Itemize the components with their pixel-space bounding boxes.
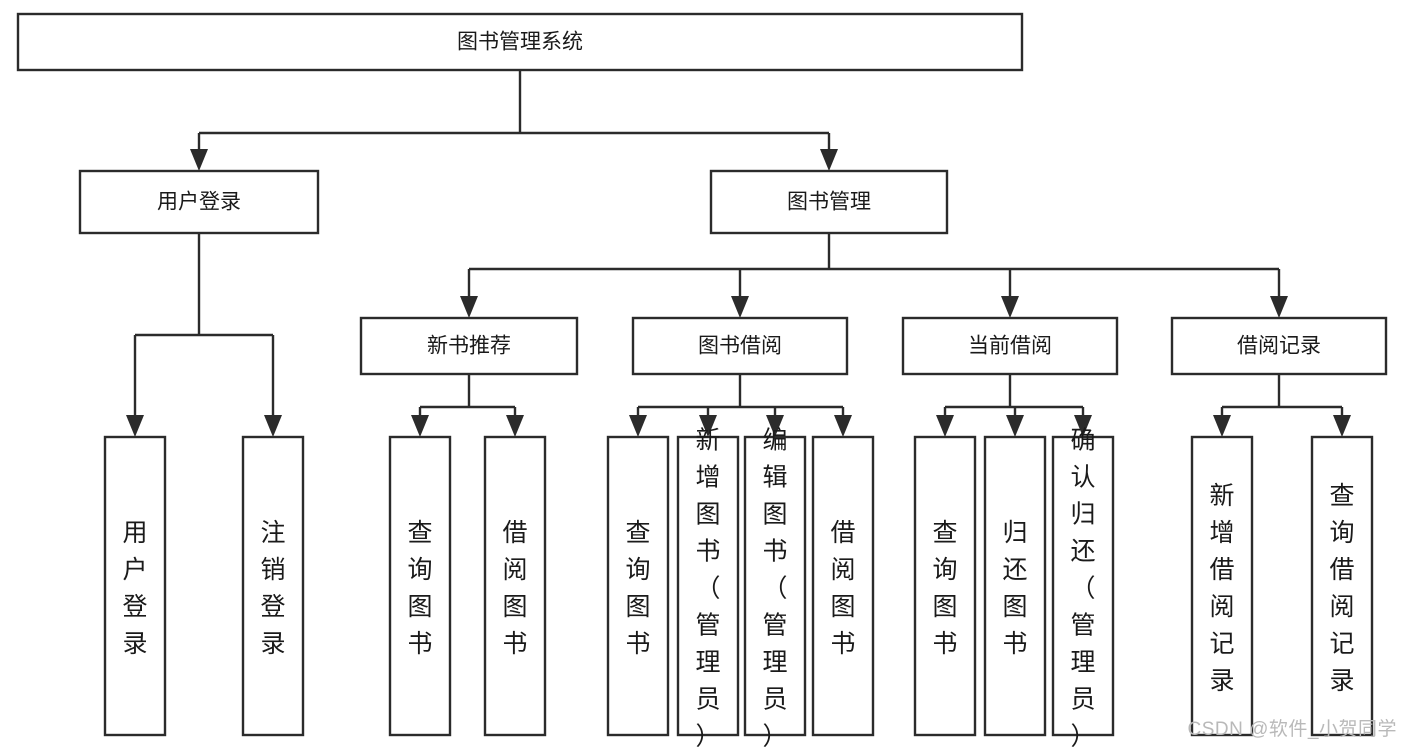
node-root[interactable]: 图书管理系统 [16, 12, 1024, 72]
node-box-leaf-add-book [676, 435, 740, 737]
node-leaf-query-book-1[interactable]: 查询图书 [388, 435, 452, 737]
arrow-head-icon [1006, 415, 1024, 437]
node-book-manage[interactable]: 图书管理 [709, 169, 949, 235]
node-label-new-book-recommend: 新书推荐 [427, 335, 511, 358]
node-box-leaf-query-record [1310, 435, 1374, 737]
edge-group-new-book-recommend [411, 374, 524, 437]
node-user-login[interactable]: 用户登录 [78, 169, 320, 235]
node-leaf-edit-book[interactable]: 编辑图书（管理员） [743, 426, 807, 747]
node-label-book-borrow: 图书借阅 [698, 335, 782, 358]
node-leaf-query-book-3[interactable]: 查询图书 [913, 435, 977, 737]
arrow-head-icon [820, 149, 838, 171]
node-leaf-return-book[interactable]: 归还图书 [983, 435, 1047, 737]
node-leaf-borrow-book-1[interactable]: 借阅图书 [483, 435, 547, 737]
arrow-head-icon [1213, 415, 1231, 437]
node-layer: 图书管理系统用户登录图书管理新书推荐图书借阅当前借阅借阅记录用户登录注销登录查询… [16, 12, 1388, 747]
node-leaf-query-record[interactable]: 查询借阅记录 [1310, 435, 1374, 737]
node-label-leaf-confirm-return: 确认归还（管理员） [1070, 426, 1095, 747]
arrow-head-icon [699, 415, 717, 437]
node-box-leaf-borrow-book-2 [811, 435, 875, 737]
node-label-leaf-query-book-3: 查询图书 [932, 519, 957, 658]
node-label-leaf-query-book-2: 查询图书 [625, 519, 650, 658]
node-label-leaf-query-book-1: 查询图书 [407, 519, 432, 658]
node-label-leaf-user-login: 用户登录 [122, 519, 147, 658]
node-book-borrow[interactable]: 图书借阅 [631, 316, 849, 376]
node-box-book-borrow [631, 316, 849, 376]
node-leaf-logout[interactable]: 注销登录 [241, 435, 305, 737]
node-box-leaf-query-book-1 [388, 435, 452, 737]
arrow-head-icon [411, 415, 429, 437]
node-label-leaf-edit-book: 编辑图书（管理员） [762, 426, 787, 747]
node-label-borrow-record: 借阅记录 [1237, 335, 1321, 358]
node-box-leaf-return-book [983, 435, 1047, 737]
node-label-leaf-borrow-book-1: 借阅图书 [502, 519, 527, 658]
node-new-book-recommend[interactable]: 新书推荐 [359, 316, 579, 376]
arrow-head-icon [264, 415, 282, 437]
arrow-head-icon [460, 296, 478, 318]
arrow-head-icon [936, 415, 954, 437]
edge-group-book-manage [460, 233, 1288, 318]
arrow-head-icon [190, 149, 208, 171]
node-box-leaf-confirm-return [1051, 435, 1115, 737]
arrow-head-icon [766, 415, 784, 437]
node-box-leaf-query-book-3 [913, 435, 977, 737]
node-label-leaf-query-record: 查询借阅记录 [1329, 482, 1354, 695]
node-box-new-book-recommend [359, 316, 579, 376]
arrow-head-icon [1074, 415, 1092, 437]
node-label-leaf-borrow-book-2: 借阅图书 [830, 519, 855, 658]
arrow-head-icon [1001, 296, 1019, 318]
node-label-leaf-return-book: 归还图书 [1002, 519, 1027, 658]
node-box-leaf-edit-book [743, 435, 807, 737]
node-borrow-record[interactable]: 借阅记录 [1170, 316, 1388, 376]
arrow-head-icon [506, 415, 524, 437]
edge-group-borrow-record [1213, 374, 1351, 437]
node-box-root [16, 12, 1024, 72]
arrow-head-icon [731, 296, 749, 318]
node-box-book-manage [709, 169, 949, 235]
arrow-head-icon [126, 415, 144, 437]
arrow-head-icon [1270, 296, 1288, 318]
node-label-leaf-logout: 注销登录 [260, 519, 285, 658]
edge-group-current-borrow [936, 374, 1092, 437]
node-leaf-query-book-2[interactable]: 查询图书 [606, 435, 670, 737]
node-label-leaf-add-book: 新增图书（管理员） [695, 426, 720, 747]
node-leaf-add-book[interactable]: 新增图书（管理员） [676, 426, 740, 747]
node-box-borrow-record [1170, 316, 1388, 376]
node-label-current-borrow: 当前借阅 [968, 335, 1052, 358]
node-leaf-borrow-book-2[interactable]: 借阅图书 [811, 435, 875, 737]
node-box-leaf-user-login [103, 435, 167, 737]
node-box-leaf-query-book-2 [606, 435, 670, 737]
arrow-head-icon [834, 415, 852, 437]
arrow-head-icon [1333, 415, 1351, 437]
edge-group-user-login [126, 233, 282, 437]
node-label-leaf-add-record: 新增借阅记录 [1209, 482, 1234, 695]
node-label-book-manage: 图书管理 [787, 191, 871, 214]
node-box-leaf-add-record [1190, 435, 1254, 737]
node-box-current-borrow [901, 316, 1119, 376]
edge-group-root [190, 70, 838, 171]
node-leaf-add-record[interactable]: 新增借阅记录 [1190, 435, 1254, 737]
node-label-root: 图书管理系统 [457, 31, 583, 54]
connector-layer [126, 70, 1351, 437]
node-label-user-login: 用户登录 [157, 191, 241, 214]
arrow-head-icon [629, 415, 647, 437]
node-leaf-confirm-return[interactable]: 确认归还（管理员） [1051, 426, 1115, 747]
node-leaf-user-login[interactable]: 用户登录 [103, 435, 167, 737]
node-current-borrow[interactable]: 当前借阅 [901, 316, 1119, 376]
node-box-leaf-logout [241, 435, 305, 737]
node-box-leaf-borrow-book-1 [483, 435, 547, 737]
node-box-user-login [78, 169, 320, 235]
edge-group-book-borrow [629, 374, 852, 437]
